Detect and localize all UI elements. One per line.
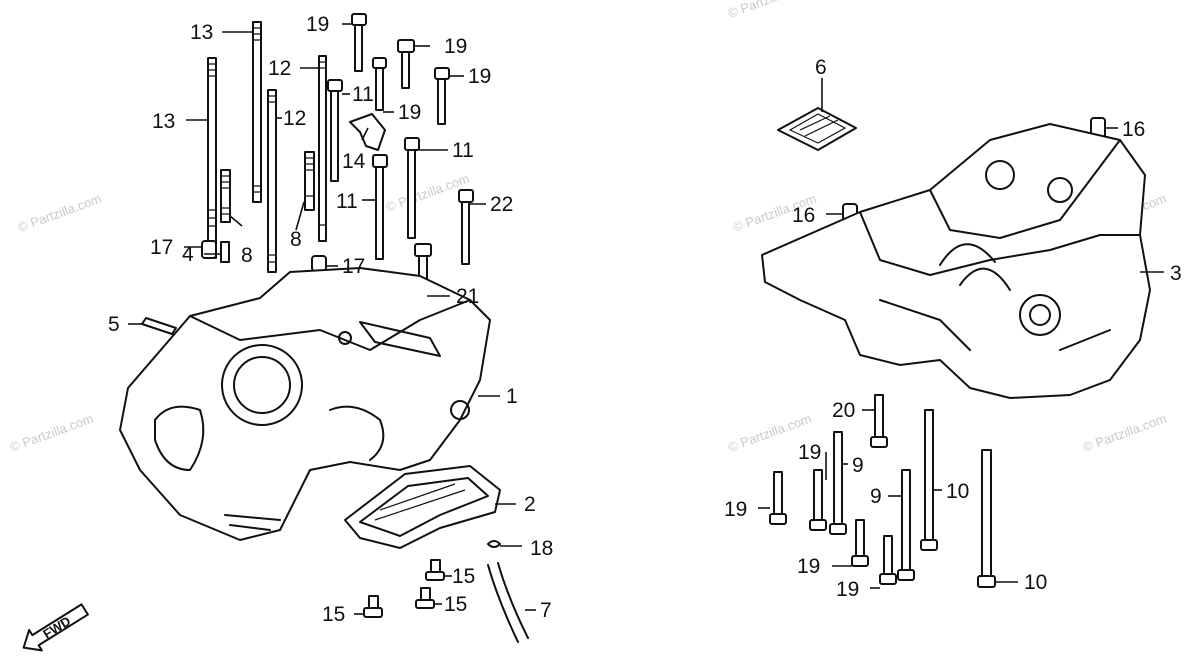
lower-crankcase-3 xyxy=(761,123,1151,399)
callout-label: 7 xyxy=(540,599,552,622)
watermark: © Partzilla.com xyxy=(1081,411,1168,455)
screw-15a xyxy=(425,559,445,581)
screw-15c xyxy=(363,595,383,618)
clamp-18 xyxy=(487,540,501,548)
bolt-19b xyxy=(397,39,415,89)
stud-13a xyxy=(252,21,262,203)
bolt-19c xyxy=(372,57,387,111)
bolt-19-lower-d xyxy=(879,535,897,585)
bolt-10a xyxy=(920,409,938,551)
gasket-6 xyxy=(777,107,857,151)
callout-label: 3 xyxy=(1170,262,1182,285)
callout-label: 19 xyxy=(398,101,421,124)
callout-label: 19 xyxy=(306,13,329,36)
bolt-11a xyxy=(327,79,343,182)
callout-label: 9 xyxy=(852,454,864,477)
callout-label: 16 xyxy=(1122,118,1145,141)
callout-label: 17 xyxy=(150,236,173,259)
bolt-9b xyxy=(897,469,915,581)
callout-label: 10 xyxy=(1024,571,1047,594)
callout-labels: 13 19 19 12 19 11 19 13 12 14 11 11 8 22… xyxy=(108,13,1182,626)
callout-label: 1 xyxy=(506,385,518,408)
callout-label: 18 xyxy=(530,537,553,560)
dowel-17b xyxy=(311,255,327,272)
fwd-arrow: FWD xyxy=(22,603,89,652)
callout-label: 8 xyxy=(241,244,253,267)
bolt-19-lower-c xyxy=(851,519,869,567)
callout-label: 2 xyxy=(524,493,536,516)
callout-label: 20 xyxy=(832,399,855,422)
callout-label: 13 xyxy=(152,110,175,133)
callout-label: 22 xyxy=(490,193,513,216)
watermark: © Partzilla.com xyxy=(726,0,813,21)
callout-label: 12 xyxy=(283,107,306,130)
bolt-19-lower-b xyxy=(769,471,787,525)
callout-label: 11 xyxy=(336,190,358,213)
clip-5 xyxy=(141,317,177,335)
bolt-19-lower-a xyxy=(809,469,827,531)
screw-15b xyxy=(415,587,435,609)
bolt-10b xyxy=(977,449,996,588)
callout-label: 16 xyxy=(792,204,815,227)
callout-label: 19 xyxy=(724,498,747,521)
watermark: © Partzilla.com xyxy=(8,411,95,455)
stud-8a xyxy=(220,169,231,223)
callout-label: 13 xyxy=(190,21,213,44)
callout-label: 4 xyxy=(182,243,194,266)
bolt-20 xyxy=(870,394,888,448)
leader-lines xyxy=(128,23,1164,615)
dowel-17a xyxy=(201,240,217,259)
bolt-22 xyxy=(458,189,474,265)
callout-label: 12 xyxy=(268,57,291,80)
bolt-19a xyxy=(351,13,367,72)
callout-label: 9 xyxy=(870,485,882,508)
bolt-9a xyxy=(829,431,847,535)
watermark: © Partzilla.com xyxy=(16,191,103,235)
callout-label: 19 xyxy=(444,35,467,58)
callout-label: 8 xyxy=(290,228,302,251)
callout-label: 5 xyxy=(108,313,120,336)
stud-12b xyxy=(267,89,277,273)
upper-crankcase-1 xyxy=(119,267,491,541)
callout-label: 10 xyxy=(946,480,969,503)
callout-label: 19 xyxy=(468,65,491,88)
pin-4 xyxy=(220,241,230,263)
callout-label: 14 xyxy=(342,150,366,173)
callout-label: 11 xyxy=(452,139,474,162)
callout-label: 17 xyxy=(342,255,365,278)
callout-label: 15 xyxy=(322,603,345,626)
stud-8b xyxy=(304,151,315,211)
callout-label: 6 xyxy=(815,56,827,79)
callout-label: 19 xyxy=(836,578,859,601)
hose-7 xyxy=(487,562,529,643)
callout-label: 11 xyxy=(352,83,374,106)
bolt-19d xyxy=(434,67,450,125)
callout-label: 15 xyxy=(444,593,467,616)
stud-12a xyxy=(318,55,327,242)
stud-13b xyxy=(207,57,217,259)
bolt-11c xyxy=(372,154,388,260)
callout-label: 19 xyxy=(797,555,820,578)
callout-label: 19 xyxy=(798,441,821,464)
bracket-14 xyxy=(349,113,386,151)
bolt-11b xyxy=(404,137,420,239)
callout-label: 21 xyxy=(456,285,479,308)
oil-strainer-2 xyxy=(344,465,501,549)
callout-label: 15 xyxy=(452,565,475,588)
